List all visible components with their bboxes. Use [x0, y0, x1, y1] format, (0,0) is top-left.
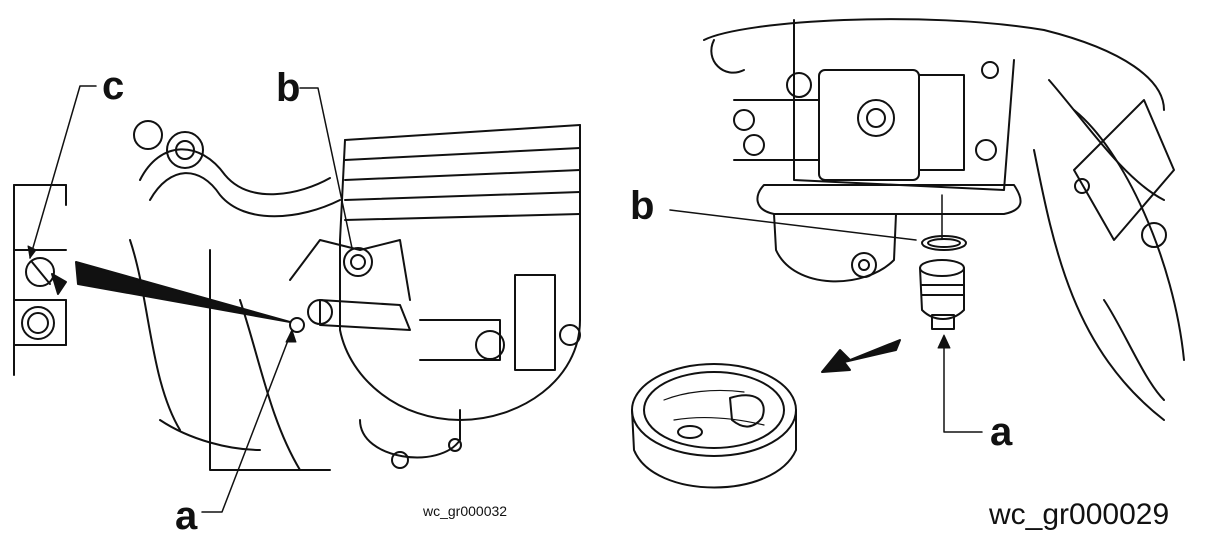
main-jet-part: [919, 259, 965, 330]
callout-c: c: [102, 64, 125, 108]
engine-body: [129, 120, 581, 471]
right-illustration-panel: b a wc_gr000029: [604, 0, 1212, 537]
left-illustration-panel: c b a wc_gr000032: [0, 0, 600, 537]
figure-code: wc_gr000032: [423, 503, 508, 519]
leader-line-a: [201, 329, 293, 513]
leader-line-a: [943, 341, 983, 433]
leader-line-b: [299, 87, 353, 249]
callout-a: a: [990, 410, 1013, 454]
drain-screw-icon: [25, 257, 67, 295]
inset-detail: [13, 184, 67, 376]
callout-b: b: [630, 184, 655, 228]
figure-code: wc_gr000029: [989, 498, 1170, 531]
gasket-ring: [921, 235, 967, 251]
parts-dish: [631, 363, 797, 489]
pointer-wedge: [75, 261, 291, 323]
screw-head-icon: [21, 306, 55, 340]
left-engine-drawing: [13, 85, 581, 513]
leader-line-c: [29, 85, 97, 259]
callout-a: a: [175, 494, 198, 538]
carburetor-body: [703, 18, 1185, 421]
leader-line-b: [669, 209, 917, 241]
direction-arrow: [821, 339, 901, 373]
right-carburetor-drawing: [631, 18, 1185, 489]
callout-b: b: [276, 66, 301, 110]
